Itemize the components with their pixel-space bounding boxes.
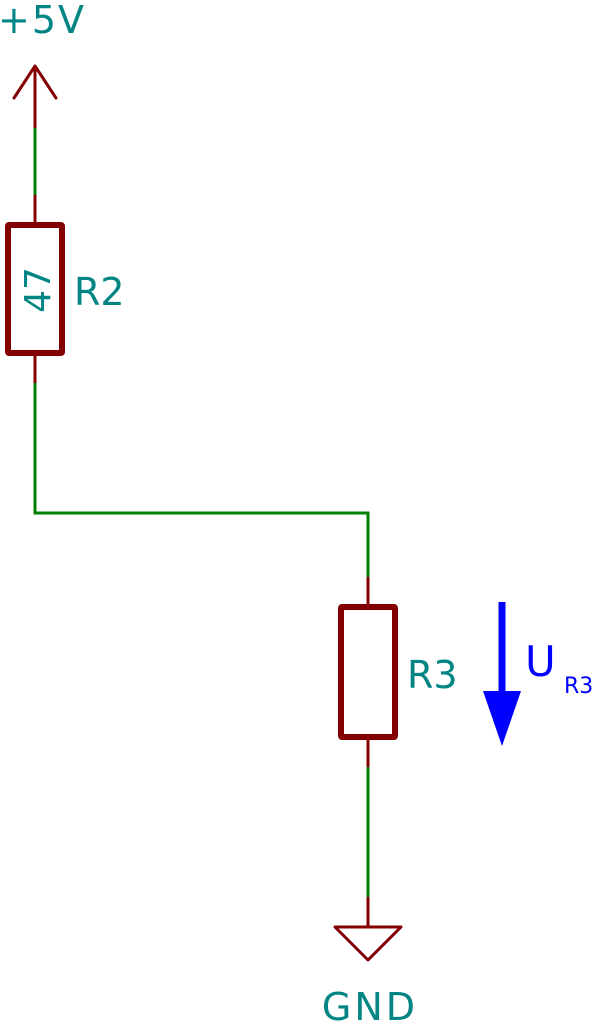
voltage-annotation: U R3	[483, 602, 593, 746]
ground-icon	[333, 925, 403, 962]
r2-reference: R2	[74, 270, 125, 314]
r2-value: 47	[18, 267, 59, 313]
voltage-subscript: R3	[564, 674, 593, 699]
ground-symbol[interactable]: GND	[322, 897, 418, 1022]
resistor-r3[interactable]: R3	[338, 577, 458, 767]
supply-label: +5V	[0, 0, 86, 42]
ground-label: GND	[322, 985, 418, 1022]
r3-body	[338, 604, 398, 740]
power-symbol-5v[interactable]: +5V	[0, 0, 86, 128]
resistor-r2[interactable]: 47 R2	[5, 195, 125, 383]
voltage-symbol: U	[525, 637, 556, 686]
wire-r2-r3[interactable]	[33, 383, 370, 577]
r3-reference: R3	[407, 653, 458, 697]
voltage-arrow-head-icon	[483, 691, 521, 746]
